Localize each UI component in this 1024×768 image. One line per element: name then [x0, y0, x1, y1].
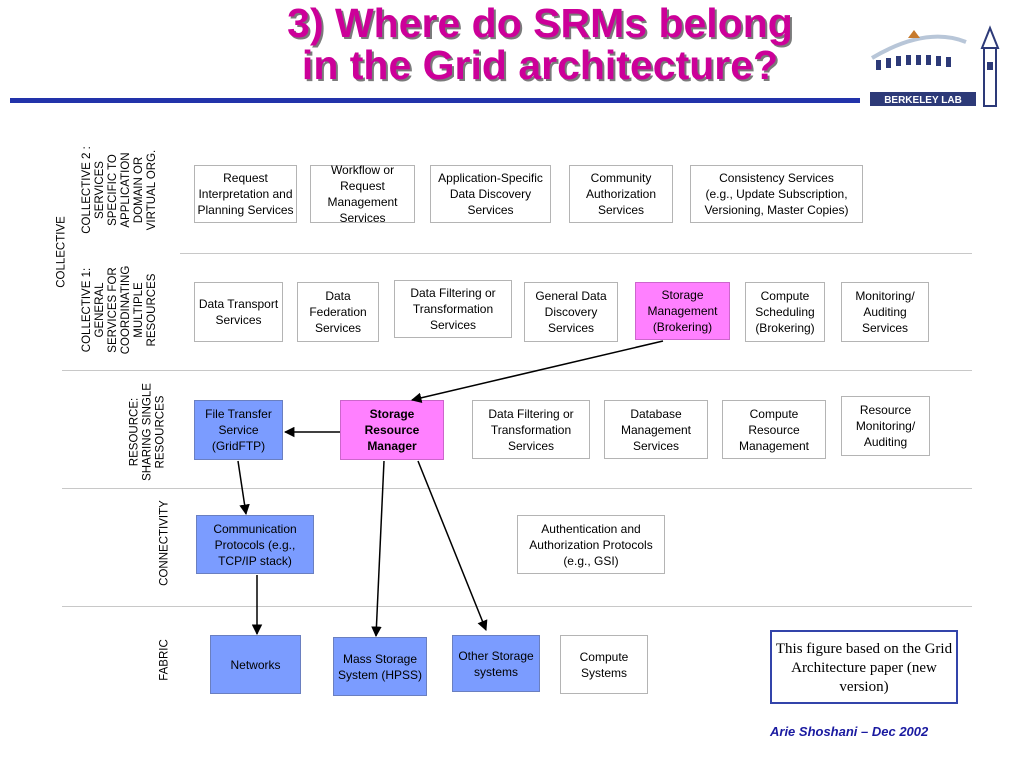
source-note: This figure based on the Grid Architectu… — [770, 630, 958, 704]
communication-protocols-box: Communication Protocols (e.g., TCP/IP st… — [196, 515, 314, 574]
logo-text: BERKELEY LAB — [884, 95, 962, 106]
other-storage-box: Other Storage systems — [452, 635, 540, 692]
berkeley-lab-logo-icon: BERKELEY LAB — [870, 25, 1000, 107]
arrow-file-transfer-to-comm — [237, 460, 250, 516]
compute-systems-box: Compute Systems — [560, 635, 648, 694]
workflow-box: Workflow or Request Management Services — [310, 163, 415, 225]
separator-connectivity-fabric — [62, 606, 972, 607]
monitoring-auditing-box: Monitoring/ Auditing Services — [841, 282, 929, 342]
resource-monitoring-box: Resource Monitoring/ Auditing — [841, 396, 930, 456]
title-line-1: 3) Where do SRMs belong — [287, 0, 793, 46]
storage-resource-manager-box: Storage Resource Manager — [340, 400, 444, 460]
separator-resource-connectivity — [62, 488, 972, 489]
separator-c2-c1 — [180, 253, 972, 254]
compute-scheduling-box: Compute Scheduling (Brokering) — [745, 282, 825, 342]
title-line-2: in the Grid architecture? — [301, 42, 779, 88]
arrow-srm-to-mass-storage — [371, 460, 385, 638]
consistency-services-box: Consistency Services (e.g., Update Subsc… — [690, 165, 863, 223]
app-data-discovery-box: Application-Specific Data Discovery Serv… — [430, 165, 551, 223]
database-management-box: Database Management Services — [604, 400, 708, 459]
berkeley-lab-logo: BERKELEY LAB — [866, 18, 1012, 114]
data-transport-box: Data Transport Services — [194, 282, 283, 342]
slide-title: 3) Where do SRMs belong in the Grid arch… — [180, 2, 900, 86]
data-filtering-resource-box: Data Filtering or Transformation Service… — [472, 400, 590, 459]
request-interpretation-box: Request Interpretation and Planning Serv… — [194, 165, 297, 223]
arrow-brokering-to-srm — [410, 340, 664, 403]
footer-author: Arie Shoshani – Dec 2002 — [770, 724, 929, 739]
arrow-srm-to-other-storage — [417, 460, 488, 631]
storage-management-brokering-box: Storage Management (Brokering) — [635, 282, 730, 340]
data-filtering-collective-box: Data Filtering or Transformation Service… — [394, 280, 512, 338]
authentication-protocols-box: Authentication and Authorization Protoco… — [517, 515, 665, 574]
separator-collective-resource — [62, 370, 972, 371]
mass-storage-box: Mass Storage System (HPSS) — [333, 637, 427, 696]
community-authorization-box: Community Authorization Services — [569, 165, 673, 223]
data-federation-box: Data Federation Services — [297, 282, 379, 342]
networks-box: Networks — [210, 635, 301, 694]
general-data-discovery-box: General Data Discovery Services — [524, 282, 618, 342]
title-rule — [10, 98, 860, 103]
file-transfer-box: File Transfer Service (GridFTP) — [194, 400, 283, 460]
compute-resource-management-box: Compute Resource Management — [722, 400, 826, 459]
